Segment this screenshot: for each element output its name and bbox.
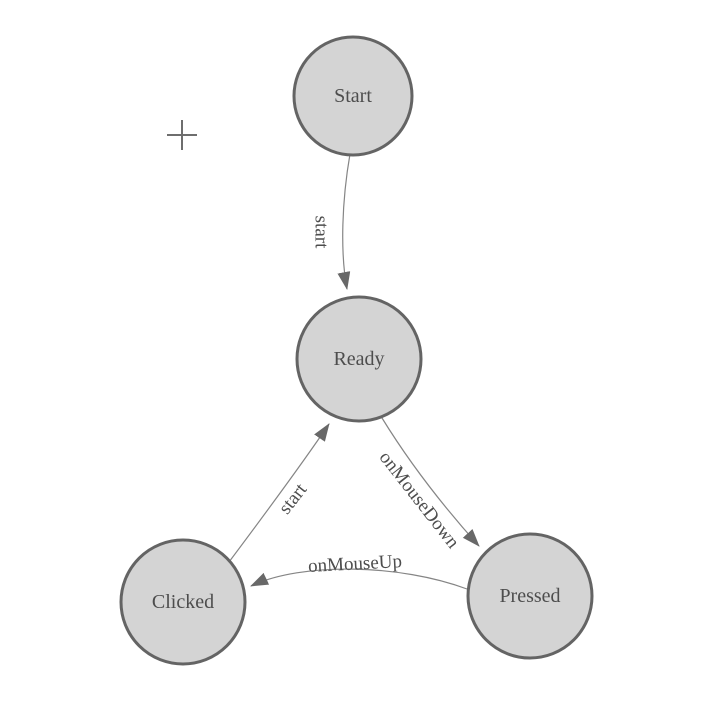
transition-ready-to-pressed-label: onMouseDown	[375, 447, 464, 553]
transition-pressed-to-clicked-path[interactable]	[250, 568, 468, 590]
state-node-clicked[interactable]: Clicked	[119, 538, 247, 666]
transition-start-to-ready-path[interactable]	[337, 153, 351, 290]
crosshair-cursor-icon	[167, 120, 197, 150]
transition-pressed-to-clicked-label: onMouseUp	[308, 551, 403, 577]
transition-start-to-ready-label: start	[311, 216, 332, 249]
state-node-pressed[interactable]: Pressed	[466, 532, 594, 660]
state-node-ready-circle[interactable]	[295, 295, 423, 423]
state-node-pressed-circle[interactable]	[466, 532, 594, 660]
transition-start-to-ready[interactable]: start	[311, 153, 351, 290]
state-node-ready[interactable]: Ready	[295, 295, 423, 423]
transition-clicked-to-ready[interactable]: start	[225, 423, 330, 567]
transition-clicked-to-ready-path[interactable]	[225, 423, 330, 567]
transition-ready-to-pressed-path[interactable]	[381, 417, 480, 547]
transition-clicked-to-ready-label: start	[275, 479, 312, 518]
states-layer: Start Ready Clicked Pressed	[119, 35, 594, 666]
transition-ready-to-pressed[interactable]: onMouseDown	[375, 417, 480, 553]
state-node-start-circle[interactable]	[292, 35, 414, 157]
transition-pressed-to-clicked[interactable]: onMouseUp	[250, 551, 468, 590]
state-node-clicked-circle[interactable]	[119, 538, 247, 666]
state-node-start[interactable]: Start	[292, 35, 414, 157]
